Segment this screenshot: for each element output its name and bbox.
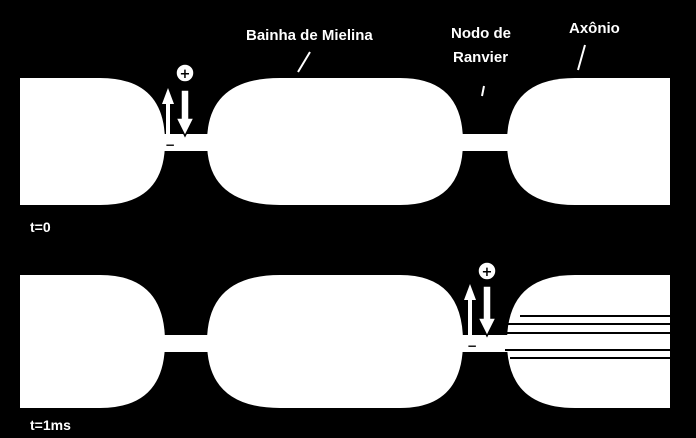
myelin-sheath-segment xyxy=(20,78,165,205)
myelin-sheath-segment xyxy=(207,78,463,205)
negative-charge-symbol: − xyxy=(165,138,175,152)
positive-charge-symbol: + xyxy=(180,67,191,82)
myelin-sheath-label: Bainha de Mielina xyxy=(246,27,373,44)
myelin-sheath-segment xyxy=(20,275,165,408)
positive-charge-icon xyxy=(175,63,195,83)
panel-t0: + − t=0 xyxy=(20,63,670,235)
time-label-t0: t=0 xyxy=(30,219,51,235)
time-label-t1ms: t=1ms xyxy=(30,417,71,433)
axon-segment xyxy=(455,335,515,352)
axon-segment xyxy=(455,134,515,151)
panel-t1ms: + − t=1ms xyxy=(20,261,680,433)
current-up-arrow xyxy=(162,88,174,138)
negative-charge-symbol: − xyxy=(467,339,477,353)
node-pointer xyxy=(481,85,485,97)
positive-charge-symbol: + xyxy=(482,265,493,280)
positive-charge-icon xyxy=(477,261,497,281)
myelin-sheath-segment xyxy=(207,275,463,408)
axon-label: Axônio xyxy=(569,20,620,37)
myelin-sheath-segment xyxy=(507,78,670,205)
myelin-sheath-pointer xyxy=(297,51,311,73)
current-up-arrow xyxy=(464,284,476,339)
axon-pointer xyxy=(577,44,586,71)
myelin-sheath-segment xyxy=(507,275,670,408)
node-label-line1: Nodo de xyxy=(451,25,511,42)
current-down-arrow xyxy=(174,89,196,138)
local-current-lines xyxy=(505,315,680,359)
node-label-line2: Ranvier xyxy=(453,49,508,66)
current-down-arrow xyxy=(476,285,498,338)
